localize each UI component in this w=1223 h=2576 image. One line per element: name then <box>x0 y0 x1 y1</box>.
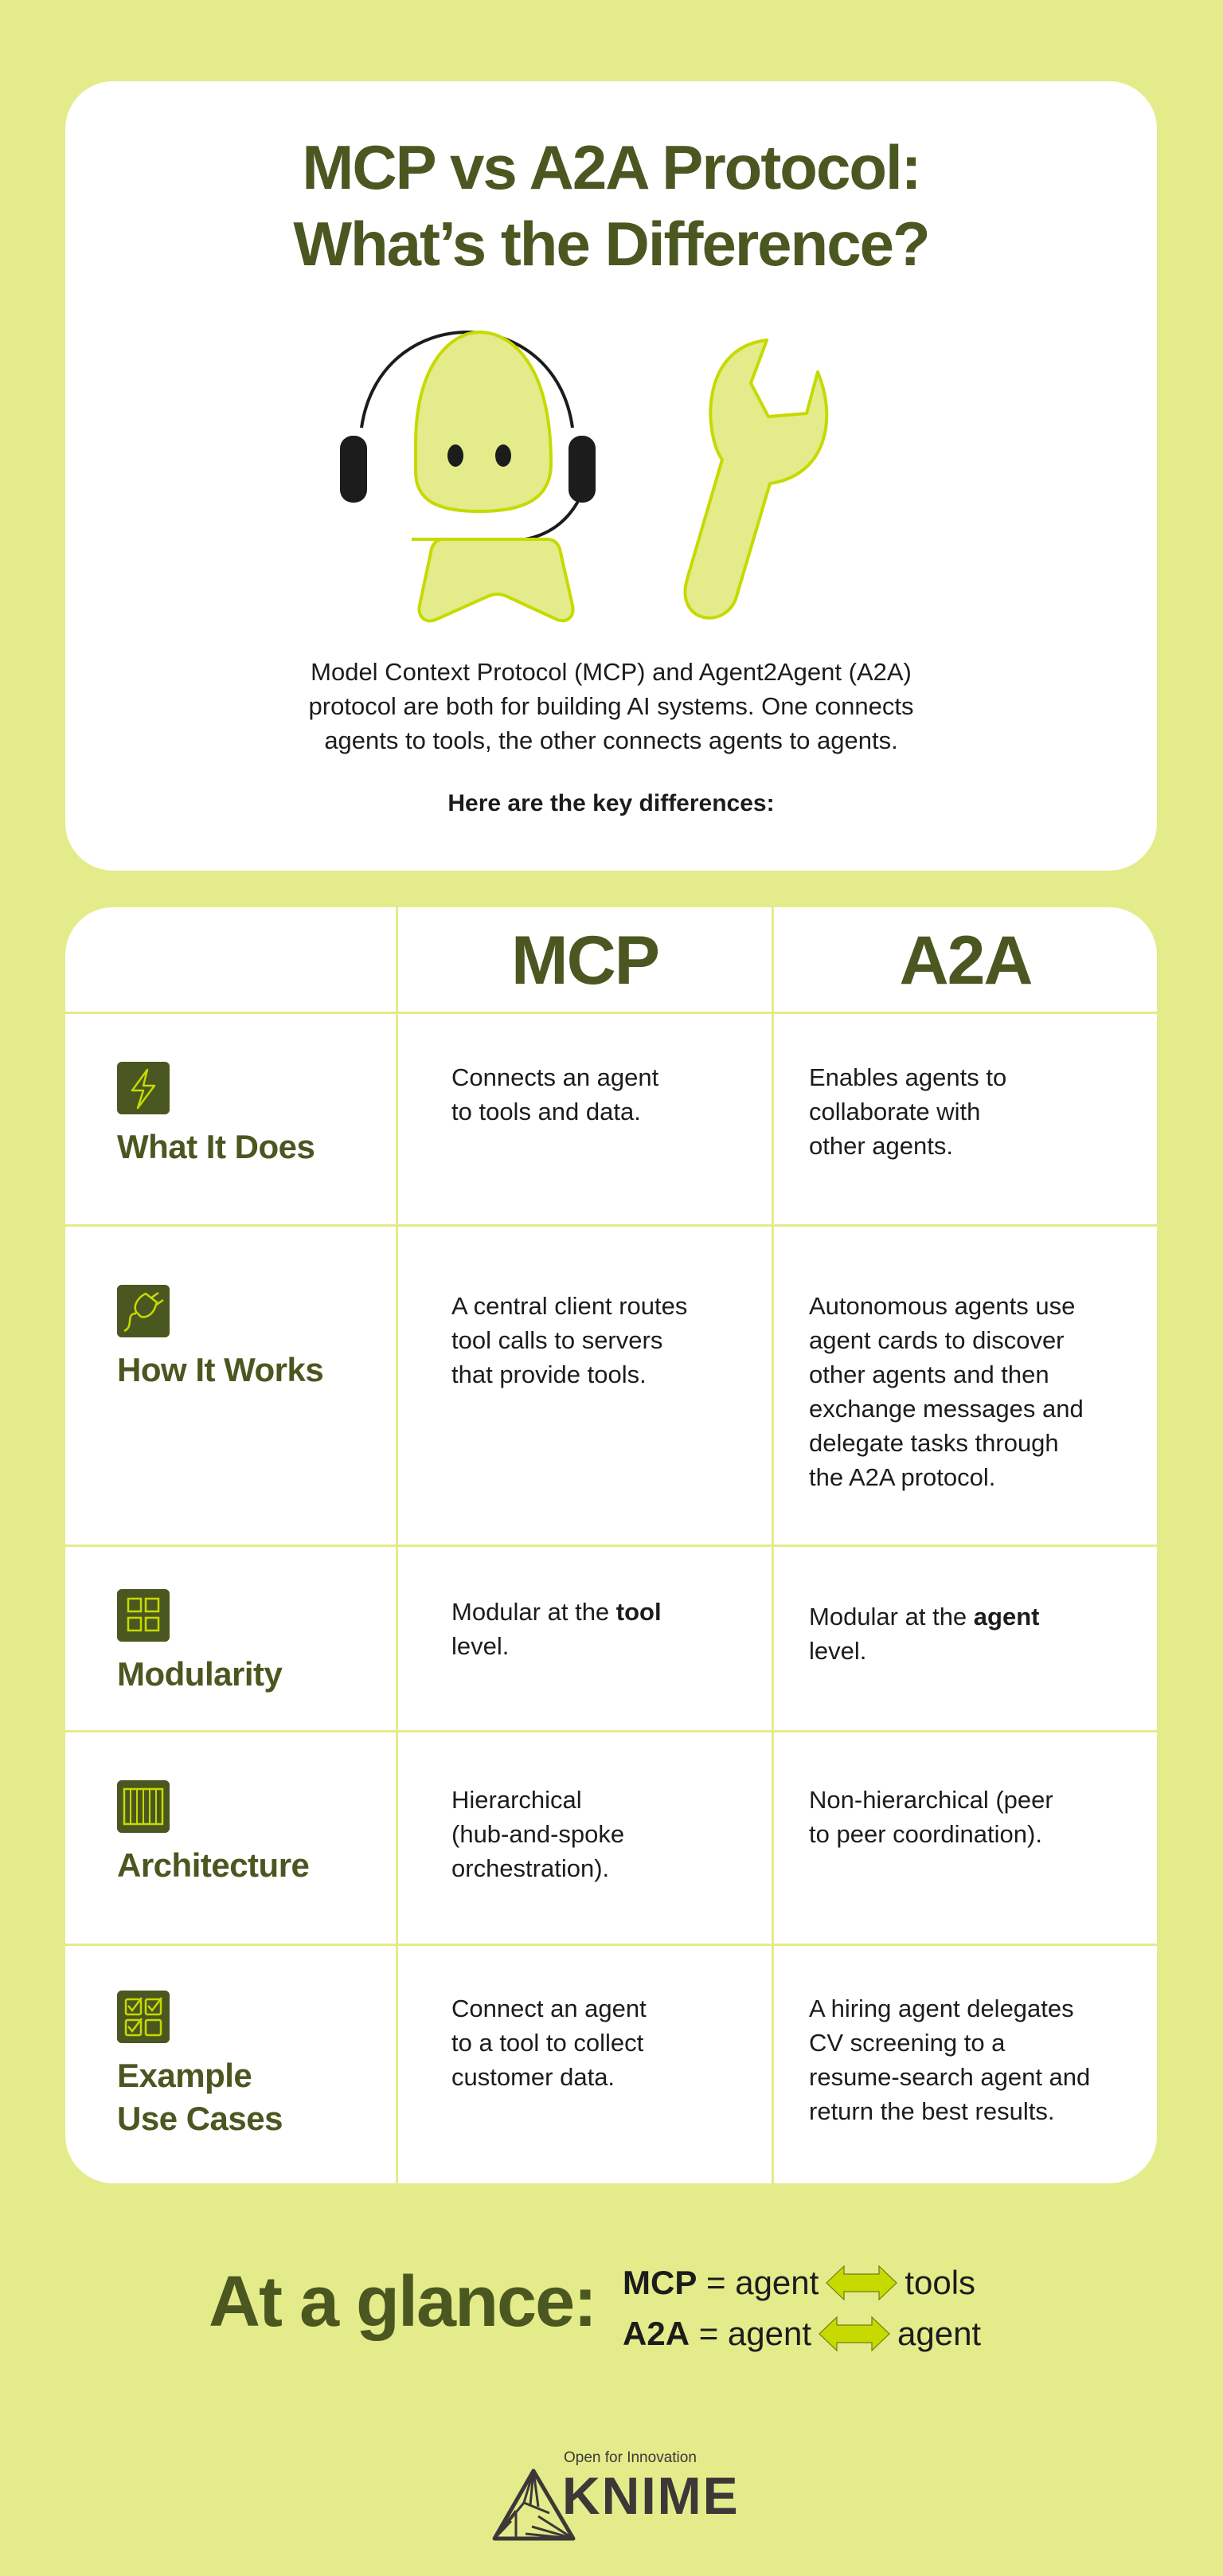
cell-line: Autonomous agents use <box>809 1292 1076 1320</box>
row-label-example-use-cases: Example Use Cases <box>117 2054 283 2140</box>
at-a-glance-title: At a glance: <box>209 2262 597 2342</box>
table-row: How It Works A central client routes too… <box>65 1227 1157 1547</box>
cell-line: level. <box>451 1632 510 1660</box>
page-title: MCP vs A2A Protocol: What’s the Differen… <box>65 129 1157 282</box>
grid-blocks-icon <box>117 1589 170 1642</box>
mcp-cell: Hierarchical (hub-and-spoke orchestratio… <box>398 1732 774 1944</box>
plug-icon <box>117 1285 170 1337</box>
table-row: Modularity Modular at the tool level. Mo… <box>65 1547 1157 1732</box>
agent-and-tool-illustration <box>340 330 829 623</box>
a2a-cell: Modular at the agent level. <box>774 1547 1157 1730</box>
cell-line: agent cards to discover <box>809 1326 1065 1354</box>
double-arrow-icon <box>826 2265 898 2301</box>
a2a-cell: Non-hierarchical (peer to peer coordinat… <box>774 1732 1157 1944</box>
knime-triangle-logo-icon <box>492 2468 576 2541</box>
cell-line: return the best results. <box>809 2097 1055 2125</box>
row-label-modularity: Modularity <box>117 1655 283 1693</box>
glance-line-a2a: A2A = agent agent <box>623 2313 981 2355</box>
cell-line: (hub-and-spoke <box>451 1820 625 1848</box>
cell-line: Connects an agent <box>451 1063 659 1091</box>
mcp-cell: Connect an agent to a tool to collect cu… <box>398 1946 774 2183</box>
row-label-architecture: Architecture <box>117 1846 310 1884</box>
glance-equals: = agent <box>697 2264 819 2301</box>
cell-line: other agents. <box>809 1132 953 1160</box>
wrench-icon <box>683 339 829 620</box>
comparison-table: MCP A2A What It Does Connects an agent t… <box>65 907 1157 2183</box>
cell-line: that provide tools. <box>451 1360 647 1388</box>
header-empty-cell <box>65 907 398 1012</box>
robot-agent-with-headset-icon <box>340 330 596 623</box>
cell-line: Enables agents to <box>809 1063 1007 1091</box>
table-row: Example Use Cases Connect an agent to a … <box>65 1946 1157 2183</box>
double-arrow-icon <box>819 2316 890 2352</box>
cell-line: level. <box>809 1637 867 1665</box>
knime-logo: Open for Innovation KNIME <box>470 2449 756 2541</box>
a2a-cell: Enables agents to collaborate with other… <box>774 1014 1157 1224</box>
checklist-icon <box>117 1991 170 2043</box>
cell-line: Modular at the agent <box>809 1599 1143 1634</box>
glance-term: MCP <box>623 2264 697 2301</box>
intro-card: MCP vs A2A Protocol: What’s the Differen… <box>65 81 1157 871</box>
cell-text-plain: Modular at the <box>451 1598 616 1626</box>
cell-line: exchange messages and <box>809 1395 1084 1423</box>
cell-line: to tools and data. <box>451 1098 641 1126</box>
table-row: Architecture Hierarchical (hub-and-spoke… <box>65 1732 1157 1946</box>
intro-line: Model Context Protocol (MCP) and Agent2A… <box>311 658 912 686</box>
row-label-cell: Modularity <box>65 1547 398 1730</box>
intro-paragraph: Model Context Protocol (MCP) and Agent2A… <box>65 655 1157 758</box>
cell-line: resume-search agent and <box>809 2063 1091 2091</box>
table-header-row: MCP A2A <box>65 907 1157 1014</box>
cell-text-bold: tool <box>615 1598 662 1626</box>
column-header-a2a: A2A <box>899 922 1033 999</box>
cell-text-bold: agent <box>973 1603 1040 1631</box>
intro-line: agents to tools, the other connects agen… <box>324 726 898 754</box>
cell-line: orchestration). <box>451 1854 610 1882</box>
intro-line: protocol are both for building AI system… <box>308 692 914 720</box>
mcp-cell: A central client routes tool calls to se… <box>398 1227 774 1544</box>
cell-line: tool calls to servers <box>451 1326 663 1354</box>
glance-term: A2A <box>623 2315 690 2352</box>
row-label-what-it-does: What It Does <box>117 1128 315 1165</box>
cell-line: A central client routes <box>451 1292 688 1320</box>
cell-line: CV screening to a <box>809 2029 1006 2057</box>
row-label-cell: Example Use Cases <box>65 1946 398 2183</box>
title-line-1: MCP vs A2A Protocol: <box>302 132 921 202</box>
cell-line: Hierarchical <box>451 1786 582 1814</box>
cell-line: customer data. <box>451 2063 615 2091</box>
glance-target: agent <box>897 2315 982 2352</box>
column-header-mcp: MCP <box>398 907 774 1012</box>
cell-line: other agents and then <box>809 1360 1049 1388</box>
cell-line: to a tool to collect <box>451 2029 644 2057</box>
logo-wordmark: KNIME <box>562 2466 740 2525</box>
key-differences-heading: Here are the key differences: <box>447 790 775 816</box>
mcp-cell: Connects an agent to tools and data. <box>398 1014 774 1224</box>
at-a-glance-summary: At a glance: MCP = agent tools A2A = age… <box>209 2246 1037 2358</box>
table-row: What It Does Connects an agent to tools … <box>65 1014 1157 1227</box>
title-line-2: What’s the Difference? <box>293 209 930 279</box>
row-label-how-it-works: How It Works <box>117 1351 324 1388</box>
cell-line: Modular at the tool <box>451 1595 762 1629</box>
row-label-cell: What It Does <box>65 1014 398 1224</box>
cell-line: Connect an agent <box>451 1995 647 2022</box>
cell-line: collaborate with <box>809 1098 981 1126</box>
cell-line: delegate tasks through <box>809 1429 1059 1457</box>
cell-line: the A2A protocol. <box>809 1463 996 1491</box>
columns-architecture-icon <box>117 1780 170 1833</box>
cell-text-plain: Modular at the <box>809 1603 974 1631</box>
row-label-line: Use Cases <box>117 2100 283 2137</box>
row-label-cell: How It Works <box>65 1227 398 1544</box>
row-label-cell: Architecture <box>65 1732 398 1944</box>
row-label-line: Example <box>117 2057 252 2094</box>
a2a-cell: A hiring agent delegates CV screening to… <box>774 1946 1157 2183</box>
lightning-bolt-icon <box>117 1062 170 1114</box>
cell-line: to peer coordination). <box>809 1820 1042 1848</box>
mcp-cell: Modular at the tool level. <box>398 1547 774 1730</box>
cell-line: Non-hierarchical (peer <box>809 1786 1053 1814</box>
cell-line: A hiring agent delegates <box>809 1995 1074 2022</box>
a2a-cell: Autonomous agents use agent cards to dis… <box>774 1227 1157 1544</box>
glance-line-mcp: MCP = agent tools <box>623 2262 975 2304</box>
glance-equals: = agent <box>690 2315 811 2352</box>
logo-tagline: Open for Innovation <box>564 2449 697 2466</box>
glance-target: tools <box>905 2264 976 2301</box>
